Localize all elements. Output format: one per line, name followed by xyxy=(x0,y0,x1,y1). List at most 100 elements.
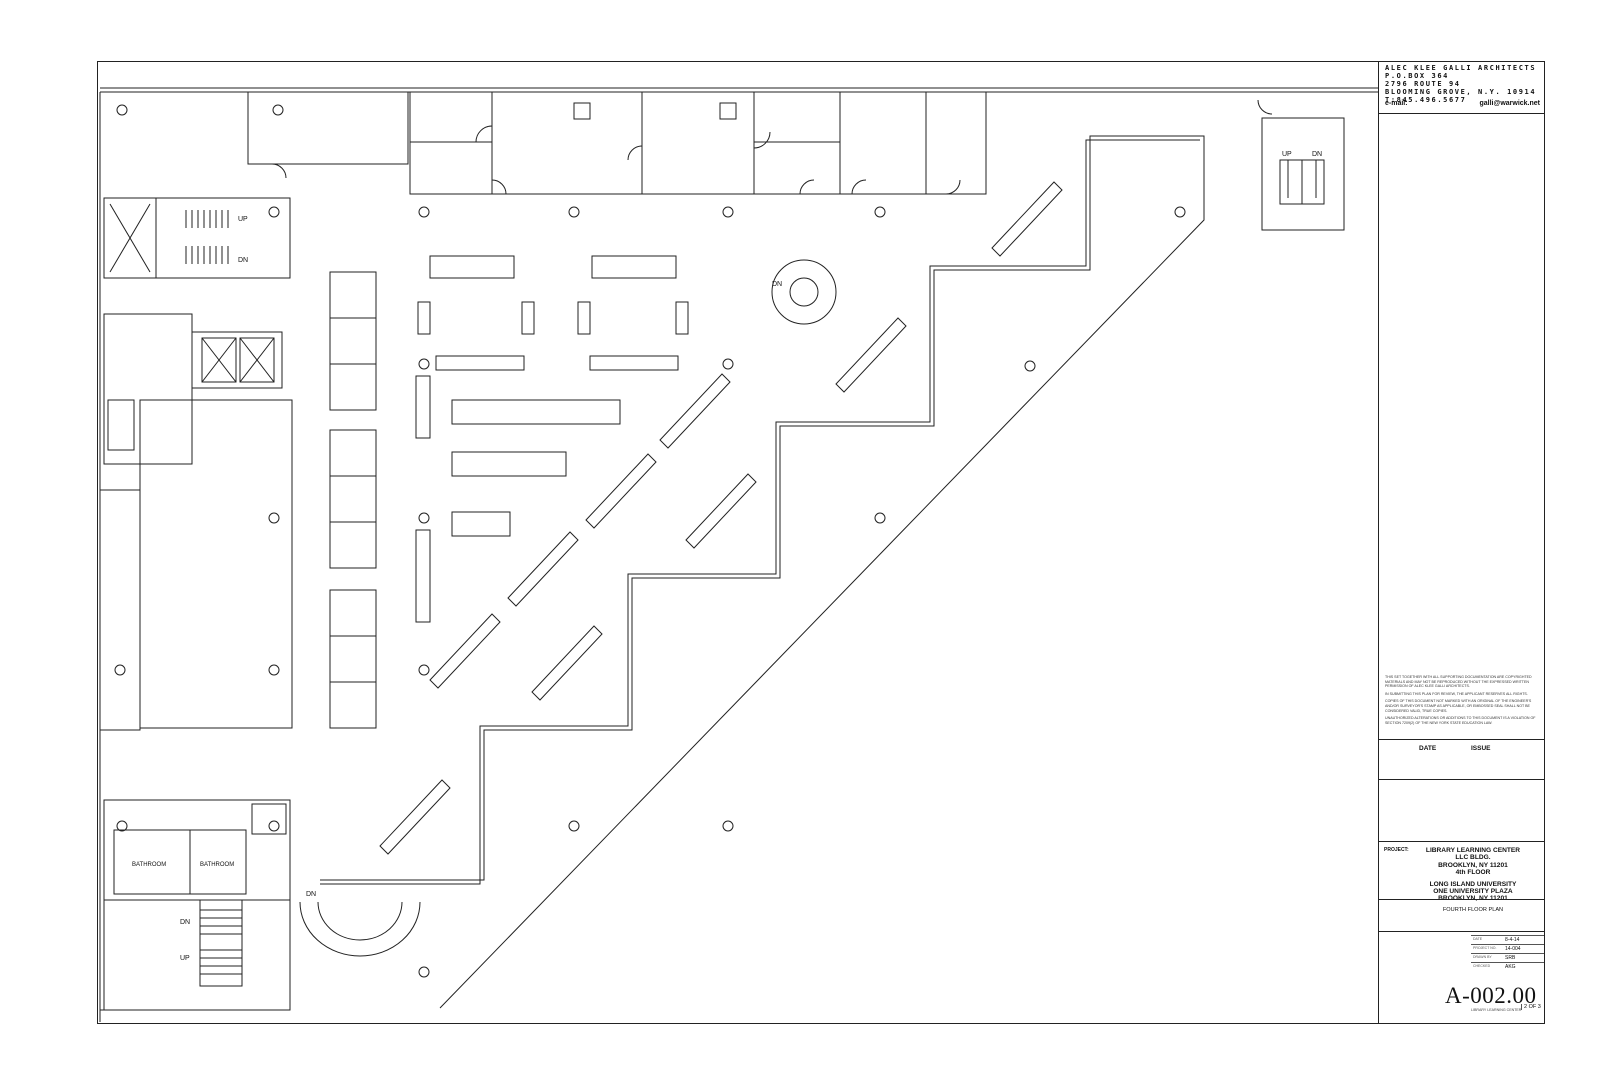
drawing-sheet xyxy=(97,61,1545,1024)
reading-room-1 xyxy=(491,91,643,195)
sw-core xyxy=(103,799,291,901)
firm-address-1: P.O.BOX 364 xyxy=(1385,72,1449,80)
west-stair-1 xyxy=(155,197,291,279)
info-value: 14-004 xyxy=(1505,946,1521,952)
project-label: PROJECT: xyxy=(1384,847,1409,853)
info-key: DRAWN BY xyxy=(1473,955,1492,959)
note: IN SUBMITTING THIS PLAN FOR REVIEW, THE … xyxy=(1385,691,1528,696)
copyright-notes: THIS SET TOGETHER WITH ALL SUPPORTING DO… xyxy=(1385,675,1540,728)
lounge-furniture xyxy=(415,255,689,623)
door-swing xyxy=(799,179,815,195)
spiral-stair-core xyxy=(789,277,819,307)
north-office xyxy=(247,91,409,165)
info-row: DATE 8-4-14 xyxy=(1471,935,1544,945)
info-key: CHECKED xyxy=(1473,964,1491,968)
office-f xyxy=(925,91,987,195)
shaft-x xyxy=(109,203,151,273)
bathroom-label-1: BATHROOM xyxy=(132,862,166,868)
door-swing xyxy=(627,145,643,161)
spiral-stair-sw xyxy=(299,901,421,957)
email-label: e-mail: xyxy=(1385,100,1408,107)
info-row: PROJECT NO. 14-004 xyxy=(1471,944,1544,954)
stair-up-label: UP xyxy=(238,216,248,223)
west-offices xyxy=(99,489,141,731)
north-room-a xyxy=(409,91,493,143)
divider xyxy=(1379,113,1545,114)
carrel-bank-2 xyxy=(329,429,377,569)
sw-stair-core xyxy=(103,899,291,1011)
spiral-stair-center xyxy=(771,259,837,325)
stair-dn-label: DN xyxy=(238,257,248,264)
divider xyxy=(1379,739,1545,740)
info-value: AKG xyxy=(1505,964,1516,970)
door-swing xyxy=(945,179,961,195)
door-swing xyxy=(271,163,287,179)
firm-block: ALEC KLEE GALLI ARCHITECTS P.O.BOX 364 2… xyxy=(1385,64,1540,104)
stepped-curtain-wall-inner xyxy=(320,139,1200,885)
spiral-dn-label: DN xyxy=(772,281,782,288)
page-count: 2 OF 3 xyxy=(1521,1004,1541,1010)
project-line: 4th FLOOR xyxy=(1455,869,1491,877)
project-line: LLC BLDG. xyxy=(1455,854,1491,862)
info-key: PROJECT NO. xyxy=(1473,946,1497,950)
shaft-x xyxy=(201,337,237,383)
client-line: LONG ISLAND UNIVERSITY xyxy=(1429,880,1517,888)
project-line: BROOKLYN, NY 11201 xyxy=(1438,861,1508,869)
spiral-sw-dn-label: DN xyxy=(306,891,316,898)
divider xyxy=(1379,779,1545,780)
carrel-bank-3 xyxy=(329,589,377,729)
door-swing xyxy=(491,179,507,195)
ne-stair-dn-label: DN xyxy=(1312,151,1322,158)
firm-address-2: 2796 ROUTE 94 xyxy=(1385,80,1461,88)
divider xyxy=(1379,899,1545,900)
info-value: SRB xyxy=(1505,955,1516,961)
firm-name: ALEC KLEE GALLI ARCHITECTS xyxy=(1385,64,1537,72)
sheet-number: A-002.00 xyxy=(1445,983,1537,1008)
shaft-x xyxy=(239,337,275,383)
office-c xyxy=(753,91,841,143)
freight-elevators xyxy=(191,331,283,389)
firm-address-3: BLOOMING GROVE, N.Y. 10914 xyxy=(1385,88,1537,96)
elevator-car xyxy=(201,337,237,383)
footer-label: LIBRARY LEARNING CENTER xyxy=(1471,1008,1522,1012)
service-rooms xyxy=(103,313,193,465)
note: THIS SET TOGETHER WITH ALL SUPPORTING DO… xyxy=(1385,675,1532,689)
sw-stair-dn-label: DN xyxy=(180,919,190,926)
info-key: DATE xyxy=(1473,937,1483,941)
sw-stair-run xyxy=(199,899,243,987)
stair-treads-1 xyxy=(185,210,229,264)
door-swing xyxy=(475,125,493,143)
elevator-car xyxy=(239,337,275,383)
firm-phone: T:845.496.5677 xyxy=(1385,96,1467,104)
divider xyxy=(1379,931,1545,932)
spiral-stair-sw-inner xyxy=(317,901,403,941)
title-block: ALEC KLEE GALLI ARCHITECTS P.O.BOX 364 2… xyxy=(1378,61,1545,1024)
office-e xyxy=(839,91,927,195)
project-block: LIBRARY LEARNING CENTER LLC BLDG. BROOKL… xyxy=(1409,847,1537,903)
revision-issue-header: ISSUE xyxy=(1471,745,1491,752)
info-value: 8-4-14 xyxy=(1505,937,1520,943)
client-line: BROOKLYN, NY 11201 xyxy=(1438,895,1508,903)
ne-stair-up-label: UP xyxy=(1282,151,1292,158)
north-room-b xyxy=(409,141,493,195)
office-d xyxy=(753,141,841,195)
client-line: ONE UNIVERSITY PLAZA xyxy=(1433,888,1513,896)
divider xyxy=(1379,841,1545,842)
reading-room-2 xyxy=(641,91,755,195)
column-box xyxy=(719,102,737,120)
firm-email: e-mail: galli@warwick.net xyxy=(1385,100,1540,107)
carrel-bank-1 xyxy=(329,271,377,411)
door-swing xyxy=(1257,99,1273,115)
small-stair xyxy=(107,399,135,451)
project-line: LIBRARY LEARNING CENTER xyxy=(1425,847,1521,854)
door-swing xyxy=(753,131,771,149)
stepped-curtain-wall xyxy=(320,135,1205,1009)
ne-stair-core xyxy=(1261,117,1345,231)
large-hall xyxy=(139,399,293,729)
sw-shaft xyxy=(251,803,287,835)
info-row: DRAWN BY SRB xyxy=(1471,953,1544,963)
bathroom-2 xyxy=(189,829,247,895)
info-row: CHECKED AKG xyxy=(1471,962,1544,972)
revision-date-header: DATE xyxy=(1419,745,1437,752)
